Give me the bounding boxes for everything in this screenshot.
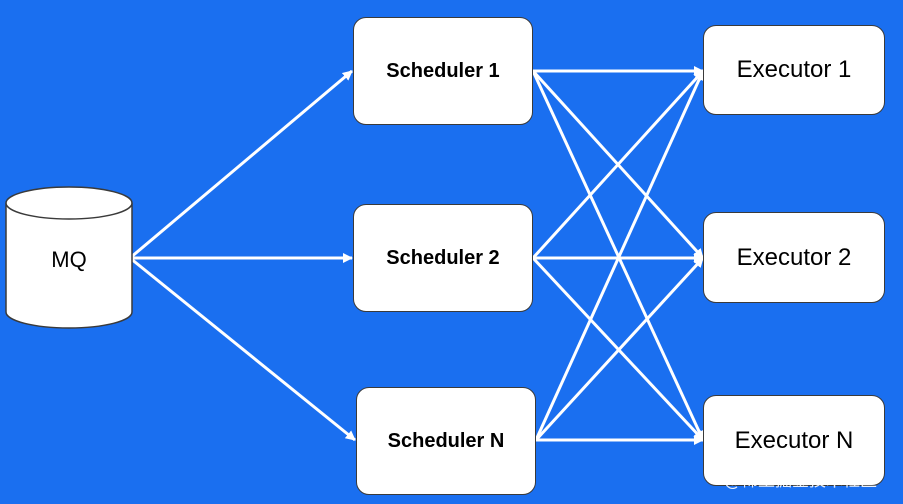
executor-n-node: Executor N [703,395,885,486]
executor-2-node: Executor 2 [703,212,885,303]
watermark-text: @稀土掘金技术社区 [724,471,877,491]
mq-label: MQ [51,247,87,272]
edge-mq-to-sn [129,256,356,442]
mq-cylinder [5,186,133,329]
edge-sn-to-e2 [534,256,705,442]
edge-sn-to-e1 [534,70,705,441]
executor-1-node: Executor 1 [703,25,885,115]
scheduler-n-node: Scheduler N [356,387,536,495]
edge-s2-to-e1 [531,69,705,260]
scheduler-1-node: Scheduler 1 [353,17,533,125]
edge-mq-to-s1 [129,69,353,260]
scheduler-2-node: Scheduler 2 [353,204,533,312]
